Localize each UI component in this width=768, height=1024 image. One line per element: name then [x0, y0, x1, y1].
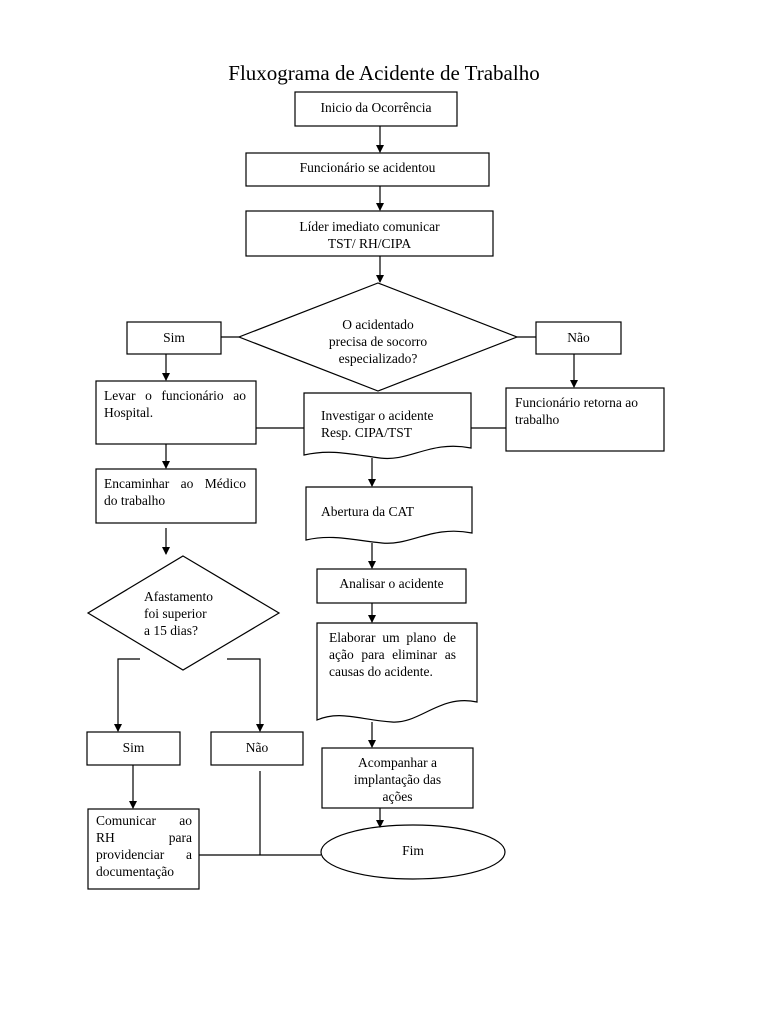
return-label: Funcionário retorna ao trabalho [515, 395, 638, 427]
yes-label-1: Sim [163, 330, 185, 345]
notify-hr-box [87, 808, 200, 890]
follow-up-line2: implantação das [353, 772, 442, 787]
hospital-box [95, 380, 257, 445]
investigate-label-line1: Investigar o acidente [321, 408, 434, 423]
notify-hr-label: Comunicar ao RH para providenciar a docu… [96, 813, 192, 879]
follow-up-line1: Acompanhar a [357, 755, 438, 770]
analyze-label: Analisar o acidente [339, 576, 444, 591]
accident-box [245, 152, 490, 187]
yes-label-2: Sim [122, 740, 145, 755]
investigate-doc [303, 392, 472, 460]
follow-up-box [321, 747, 474, 809]
action-plan-label: Elaborar um plano de ação para eliminar … [329, 630, 456, 679]
hospital-label: Levar o funcionário ao Hospital. [104, 388, 246, 420]
leader-label-line2: TST/ RH/CIPA [327, 236, 412, 251]
arrow-decision2-to-yes2 [114, 658, 140, 732]
referral-box [95, 468, 257, 524]
analyze-box [316, 568, 467, 604]
end-ellipse [320, 824, 506, 880]
yes-box-1 [126, 321, 222, 355]
decision-leave-line1: Afastamento [144, 589, 213, 604]
decision-leave-line2: foi superior [144, 606, 207, 621]
start-label: Inicio da Ocorrência [320, 100, 432, 115]
leader-box [245, 210, 494, 257]
decision-rescue-diamond [237, 282, 519, 392]
no-label-1: Não [567, 330, 590, 345]
no-box-1 [535, 321, 622, 355]
cat-label: Abertura da CAT [321, 504, 414, 519]
no-box-2 [210, 731, 304, 766]
end-label: Fim [402, 843, 424, 858]
start-box [294, 91, 458, 127]
follow-up-line3: ações [382, 789, 413, 804]
decision-rescue-line3: especializado? [338, 351, 418, 366]
referral-label: Encaminhar ao Médico do trabalho [104, 476, 246, 508]
decision-leave-diamond [86, 555, 281, 671]
leader-label-line1: Líder imediato comunicar [299, 219, 440, 234]
decision-rescue-line2: precisa de socorro [328, 334, 428, 349]
no-label-2: Não [245, 740, 269, 755]
cat-doc [305, 486, 473, 544]
arrow-decision2-to-no2 [227, 658, 264, 732]
page-title: Fluxograma de Acidente de Trabalho [228, 61, 540, 85]
action-plan-doc [316, 622, 478, 723]
investigate-label-line2: Resp. CIPA/TST [321, 425, 413, 440]
accident-label: Funcionário se acidentou [299, 160, 436, 175]
return-box [505, 387, 665, 452]
decision-leave-line3: a 15 dias? [144, 623, 198, 638]
decision-rescue-line1: O acidentado [342, 317, 414, 332]
